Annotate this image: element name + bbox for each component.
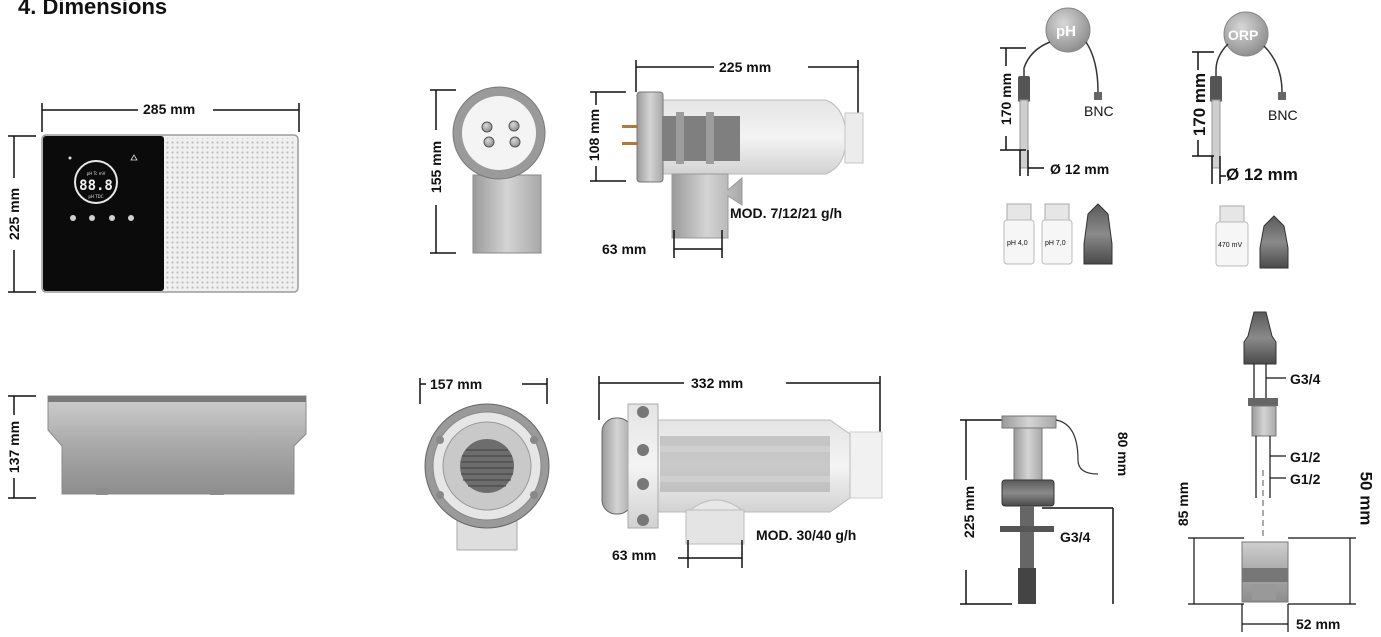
page-title: 4. Dimensions bbox=[18, 0, 168, 19]
dim-ph-probe-diameter: Ø 12 mm bbox=[1050, 161, 1110, 177]
display-row-bottom: pH TDC bbox=[88, 194, 103, 199]
ph-label: pH bbox=[1056, 23, 1076, 40]
dim-flow-cable: 80 mm bbox=[1115, 428, 1131, 480]
wifi-icon bbox=[68, 156, 72, 160]
keypad-button-icon bbox=[109, 215, 115, 221]
holder-thread-mid2: G1/2 bbox=[1290, 471, 1321, 487]
controller-side bbox=[8, 395, 307, 499]
dim-controller-depth: 137 mm bbox=[6, 417, 22, 477]
ph-probe bbox=[1000, 7, 1102, 176]
dim-orp-probe-length: 170 mm bbox=[1190, 69, 1209, 140]
dim-cell-small-length: 225 mm bbox=[716, 60, 775, 74]
cell-large-side-view bbox=[598, 376, 883, 568]
warning-icon bbox=[130, 154, 138, 161]
dim-controller-height: 225 mm bbox=[6, 184, 22, 244]
dim-cell-small-base: 63 mm bbox=[602, 241, 647, 257]
cell-large-end-view bbox=[419, 378, 550, 551]
buffer-label-1: pH 4,0 bbox=[1007, 240, 1028, 247]
dim-cell-small-head: 108 mm bbox=[586, 105, 602, 165]
dim-cell-large-length: 332 mm bbox=[688, 376, 747, 390]
buffer-bottles bbox=[1003, 203, 1289, 269]
dim-flow-height: 225 mm bbox=[961, 482, 977, 542]
buffer-label-2: pH 7,0 bbox=[1045, 240, 1066, 247]
display-reading: 88.8 bbox=[79, 178, 113, 194]
cell-small-end-view bbox=[430, 86, 546, 254]
keypad-button-icon bbox=[128, 215, 134, 221]
orp-probe bbox=[1192, 11, 1286, 184]
cell-small-side-view bbox=[590, 60, 864, 258]
probe-holder bbox=[1188, 311, 1356, 632]
buffer-label-orp: 470 mV bbox=[1218, 242, 1243, 249]
dim-holder-depth: 50 mm bbox=[1356, 468, 1375, 529]
flow-switch bbox=[960, 415, 1114, 605]
display-row-top: pH Tc mV bbox=[87, 171, 106, 176]
dim-controller-width: 285 mm bbox=[140, 102, 199, 116]
dim-orp-probe-diameter: Ø 12 mm bbox=[1226, 165, 1298, 184]
controller-front: 88.8 pH Tc mV pH TDC bbox=[8, 103, 300, 293]
cell-large-model: MOD. 30/40 g/h bbox=[756, 527, 857, 543]
keypad-button-icon bbox=[89, 215, 95, 221]
flow-thread: G3/4 bbox=[1060, 529, 1091, 545]
dim-cell-large-base: 63 mm bbox=[612, 547, 657, 563]
cell-small-model: MOD. 7/12/21 g/h bbox=[730, 205, 843, 221]
dim-holder-height: 85 mm bbox=[1175, 478, 1191, 530]
ph-connector: BNC bbox=[1084, 103, 1114, 119]
holder-thread-top: G3/4 bbox=[1290, 371, 1321, 387]
dim-cell-small-diameter: 155 mm bbox=[428, 137, 444, 197]
orp-label: ORP bbox=[1228, 27, 1259, 43]
dim-holder-width: 52 mm bbox=[1296, 616, 1341, 632]
orp-connector: BNC bbox=[1268, 107, 1298, 123]
dim-cell-large-diameter: 157 mm bbox=[430, 376, 483, 392]
dim-ph-probe-length: 170 mm bbox=[998, 69, 1014, 129]
keypad-button-icon bbox=[70, 215, 76, 221]
holder-thread-mid1: G1/2 bbox=[1290, 449, 1321, 465]
